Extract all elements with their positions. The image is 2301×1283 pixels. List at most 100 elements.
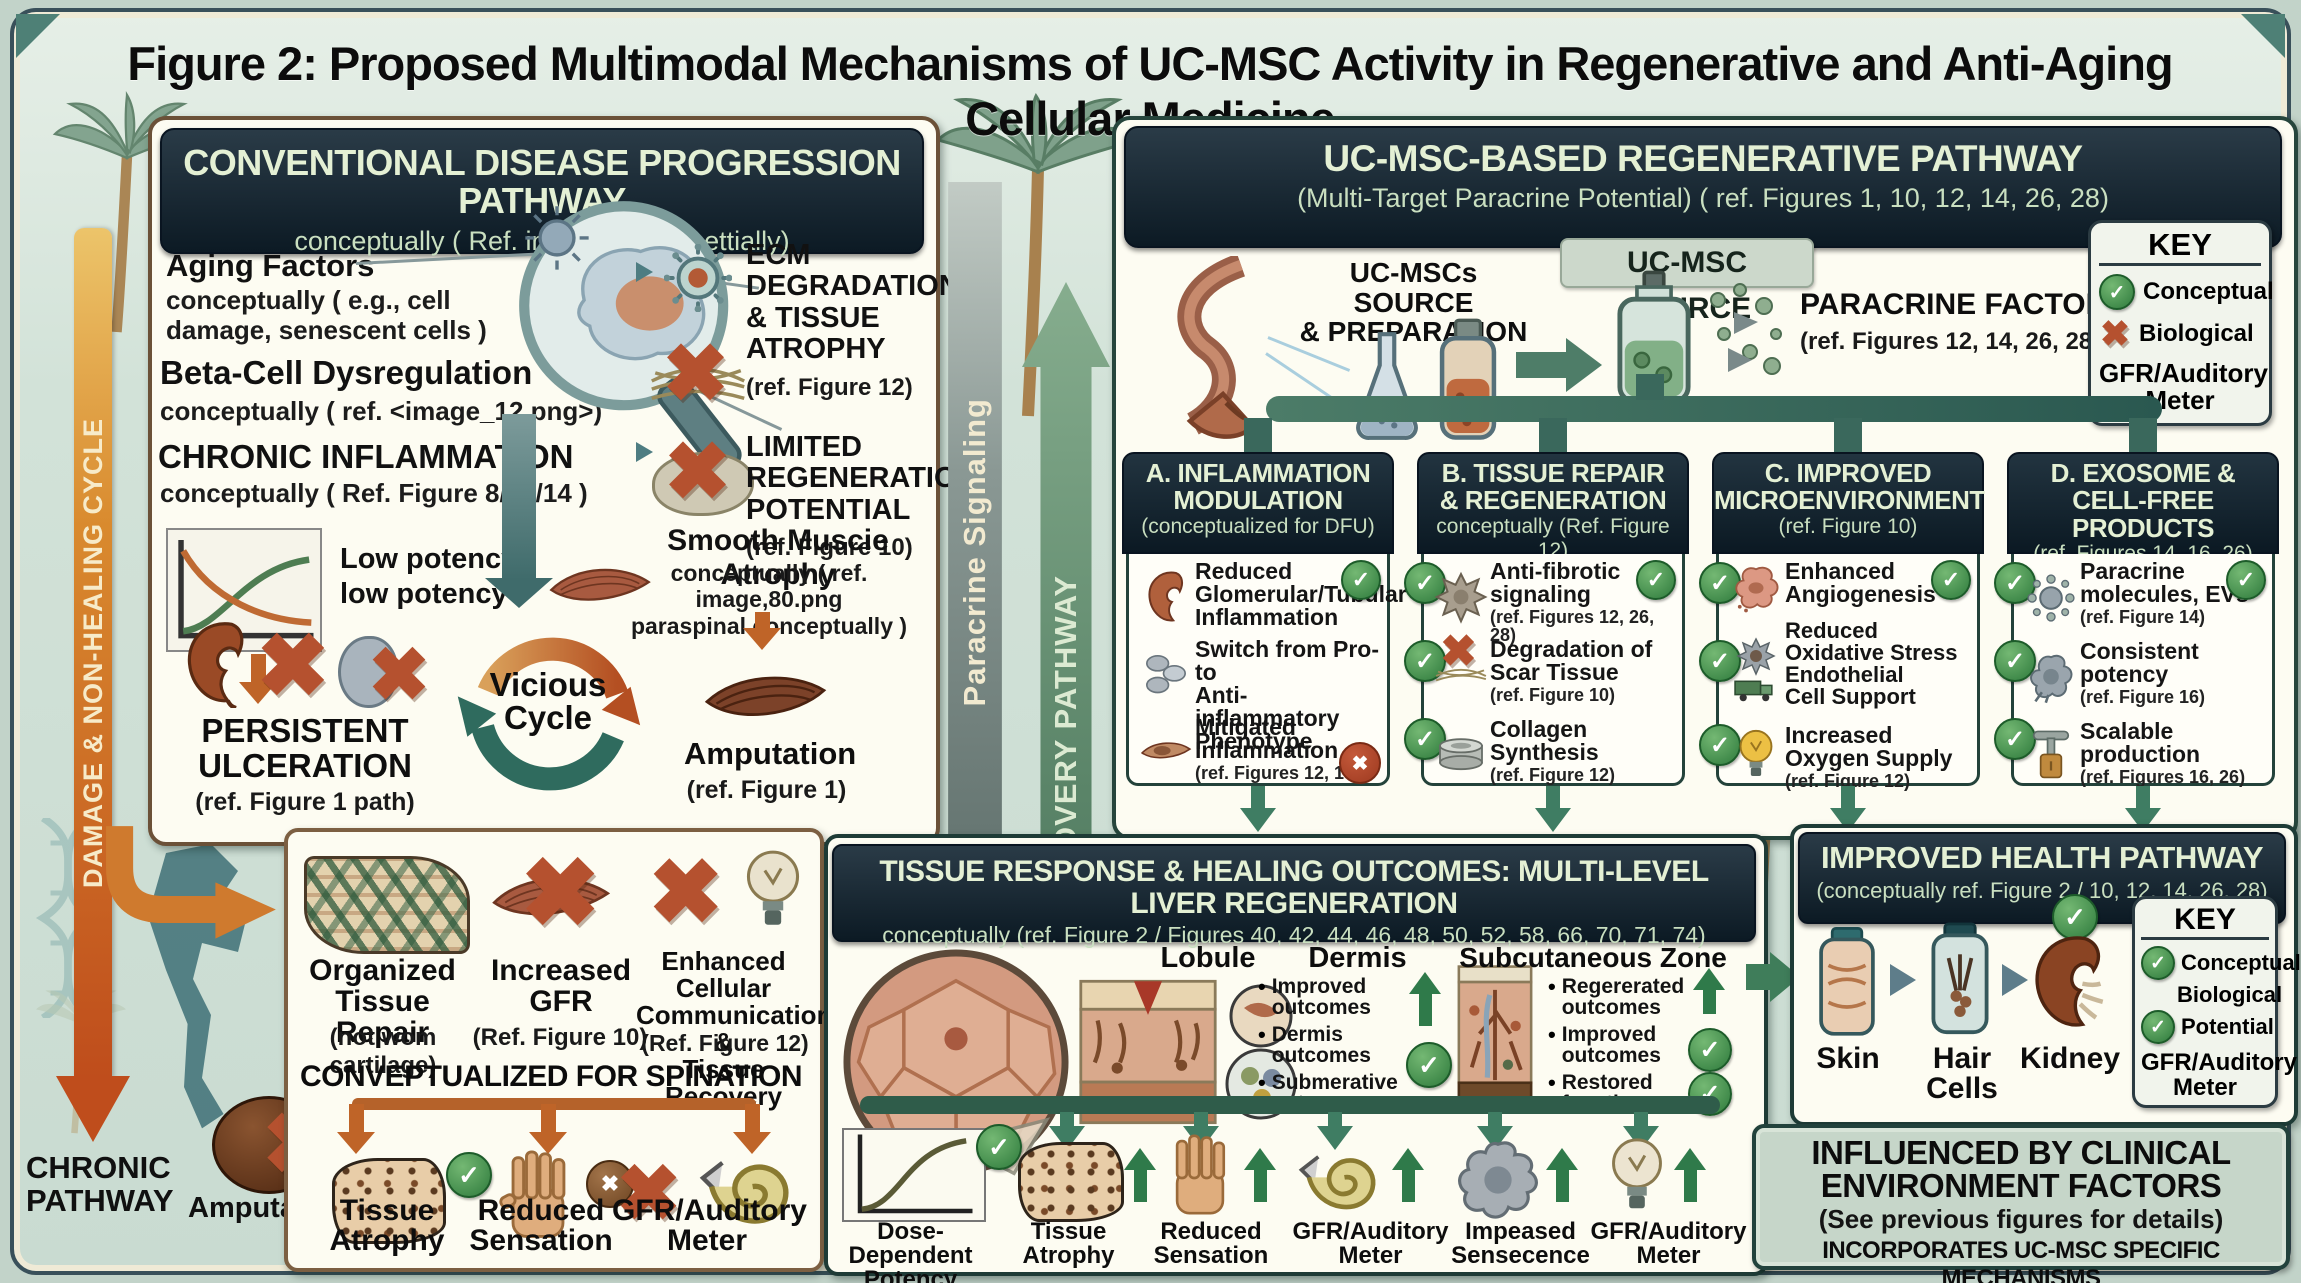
list-item: Scalable production (ref. Figures 16, 26…: [2022, 720, 2266, 790]
check-glyph: ✓: [1414, 647, 1436, 675]
list-item: •Improved outcomes: [1258, 976, 1418, 1019]
cells-icon: [1137, 638, 1195, 712]
manifold-stub: [2129, 418, 2157, 454]
cross-icon: ✖: [664, 427, 732, 516]
cross-circle-icon: ✖: [586, 1160, 634, 1208]
culture-bottle-icon: [1428, 318, 1508, 442]
bioreactor-icon: [2022, 720, 2080, 790]
bullet-text: Regererated outcomes: [1561, 975, 1685, 1019]
healing-item-label: GFR/Auditory Meter: [1292, 1218, 1449, 1269]
item-text: Consistent potency: [2080, 638, 2199, 687]
cross-glyph: ✖: [1351, 752, 1369, 775]
organ-label: Hair Cells: [1926, 1042, 1998, 1105]
check-glyph: ✓: [1709, 731, 1731, 759]
enhanced-comm-ref: (Ref. Figure 12): [641, 1030, 809, 1056]
down-arrow-green-icon: [1317, 1112, 1353, 1150]
organ-label: Kidney: [2019, 1042, 2121, 1075]
down-arrow-green-icon: [1240, 786, 1276, 832]
spination-item-label: Reduced Sensation: [469, 1194, 613, 1257]
fibroblast-icon: [1432, 560, 1490, 634]
improved-health-title: IMPROVED HEALTH PATHWAY: [1820, 840, 2264, 875]
smooth-muscle-title: Smooth Muscie Atrophy: [667, 524, 889, 591]
item-text: Increased Oxygen Supply: [1785, 722, 1953, 771]
persistent-ulceration-ref: (ref. Figure 1 path): [195, 788, 415, 816]
tissue-response-title: TISSUE RESPONSE & HEALING OUTCOMES: MULT…: [879, 855, 1709, 920]
organized-repair-title: Organized Tissue Repair: [309, 954, 456, 1049]
arrow-right-small: [2002, 964, 2028, 996]
check-icon: ✓: [1994, 718, 2036, 760]
list-item: Mitigated Inflammation (ref. Figures 12,…: [1137, 716, 1381, 786]
item-text: Switch from Pro- to Anti-inflammatory Ph…: [1195, 636, 1380, 754]
organized-repair-ref: (not wom cartilage): [329, 1024, 437, 1079]
check-glyph: ✓: [1709, 647, 1731, 675]
check-glyph: ✓: [1709, 569, 1731, 597]
damage-cycle-bar: DAMAGE & NON-HEALING CYCLE: [74, 228, 112, 1078]
exosome-icon: [2022, 560, 2080, 636]
up-arrow-green-icon: [1244, 1148, 1276, 1202]
cross-icon: ✖: [256, 616, 330, 715]
manifold-stub: [1539, 418, 1567, 454]
key-conceptual: Conceptual: [2143, 278, 2274, 305]
check-glyph: ✓: [2150, 952, 2166, 974]
arrow-right-icon: [636, 442, 653, 462]
hand-icon: [496, 1150, 580, 1246]
regenerative-header: UC-MSC-BASED REGENERATIVE PATHWAY (Multi…: [1124, 126, 2282, 248]
hand-icon: [1162, 1134, 1238, 1222]
down-arrow-teal: [502, 414, 536, 580]
up-arrow-green-icon: [1392, 1148, 1424, 1202]
cross-icon: ✖: [616, 1149, 682, 1237]
check-icon: ✓: [1699, 640, 1741, 682]
key-box: KEY ✓ Conceptual ✖ Biological GFR/Audito…: [2088, 220, 2274, 426]
arrow-right-small: [1890, 964, 1916, 996]
list-item: •Dermis outcomes: [1258, 1024, 1418, 1067]
column-d-header: D. EXOSOME & CELL-FREE PRODUCTS (ref. Fi…: [2007, 452, 2279, 565]
column-d-body: ✓ ✓ ✓ Paracrine molecules, EVs (ref. Fig…: [1994, 554, 2275, 786]
check-glyph: ✓: [1646, 567, 1666, 592]
manifold-stub: [1244, 418, 1272, 454]
healing-item-label: GFR/Auditory Meter: [1590, 1218, 1747, 1269]
smooth-muscle-ref: conceptually ( ref. image,80.png paraspi…: [630, 560, 908, 639]
key-biological: Biological: [2139, 320, 2254, 347]
column-a-sub: (conceptualized for DFU): [1141, 514, 1375, 538]
key-box: KEY ✓ Conceptual Biological ✓ Potential …: [2132, 896, 2301, 1108]
column-d-title: D. EXOSOME & CELL-FREE PRODUCTS: [2050, 458, 2236, 543]
skin-jar-icon: [1810, 926, 1884, 1038]
limited-regeneration-ref: (ref. Figure 10): [746, 534, 913, 561]
tissue-response-header: TISSUE RESPONSE & HEALING OUTCOMES: MULT…: [832, 844, 1756, 948]
tissue-icon: [1137, 716, 1195, 786]
spination-item-label: GFR/Auditory Meter: [612, 1194, 807, 1257]
bullet-icon: •: [1548, 974, 1556, 999]
regenerative-header-title: UC-MSC-BASED REGENERATIVE PATHWAY: [1323, 138, 2083, 179]
atrophied-tissue-icon: [332, 1158, 446, 1244]
lightbulb-icon: [1606, 1134, 1668, 1222]
paracrine-signaling-label: Paracrine Signaling: [957, 397, 992, 707]
healing-item-label: Impeased Sensecence: [1451, 1218, 1590, 1269]
vicious-cycle-icon: [452, 610, 644, 802]
column-b-title: B. TISSUE REPAIR & REGENERATION: [1439, 458, 1667, 516]
key-row-label: Biological: [2177, 982, 2283, 1007]
amputation-mid-ref: (ref. Figure 1): [686, 776, 847, 804]
check-glyph: ✓: [2108, 281, 2126, 304]
list-item: Reduced Oxidative Stress Endothelial Cel…: [1727, 620, 1971, 720]
bullet-icon: •: [1548, 1022, 1556, 1047]
aging-factors-sub: conceptually ( e.g., cell damage, senesc…: [166, 285, 487, 345]
bullet-icon: •: [1548, 1070, 1556, 1095]
item-ref: (ref. Figure 14): [2080, 607, 2206, 627]
check-glyph: ✓: [1418, 1049, 1440, 1080]
bullet-icon: •: [1258, 1070, 1266, 1095]
up-arrow-green-icon: [1408, 972, 1442, 1026]
low-potency-label: Low potency low potency: [340, 543, 518, 610]
subq-bullet-list: •Regererated outcomes •Improved outcomes…: [1548, 976, 1708, 1120]
organ-label: Skin: [1816, 1042, 1880, 1075]
limited-regeneration-title: LIMITED REGENERATION POTENTIAL: [746, 431, 978, 526]
item-ref: (ref. Figures 12, 26, 28): [1490, 607, 1655, 645]
cross-icon: ✖: [1440, 627, 1477, 676]
column-a-body: Reduced Glomerular/Tubular Inflammation …: [1126, 554, 1407, 786]
ucmsc-prep-label: UC-MSCs SOURCE & PREPARATION: [1299, 257, 1528, 348]
list-item: Collagen Synthesis (ref. Figure 12): [1432, 718, 1676, 788]
check-icon: ✓: [1699, 724, 1741, 766]
down-arrowhead-teal: [485, 578, 553, 608]
item-text: Enhanced Angiogenesis: [1785, 558, 1936, 607]
list-item: Enhanced Angiogenesis ✓: [1727, 560, 1971, 616]
vicious-cycle-label: Vicious Cycle: [489, 666, 607, 736]
